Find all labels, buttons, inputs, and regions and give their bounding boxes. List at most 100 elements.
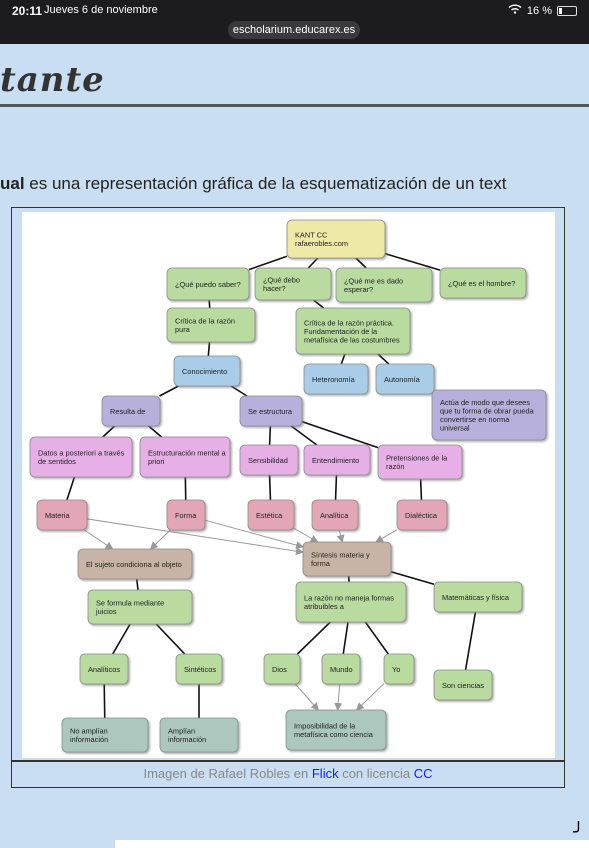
node-label-analiticos: Analíticos xyxy=(88,665,120,674)
node-label-kant: rafaerobles.com xyxy=(295,239,348,248)
node-label-resulta: Resulta de xyxy=(110,407,145,416)
node-label-forma: Forma xyxy=(175,511,197,520)
status-date: Jueves 6 de noviembre xyxy=(44,4,158,16)
link-resulta-estrm xyxy=(148,425,163,438)
node-label-datos: de sentidos xyxy=(38,457,76,466)
link-formula-analiticos xyxy=(112,623,131,655)
node-label-actua: Actúa de modo que desees xyxy=(440,398,530,407)
node-label-sonc: Son ciencias xyxy=(442,681,484,690)
link-estruct-pretens xyxy=(301,420,379,449)
node-conoc: Conocimiento xyxy=(173,355,241,387)
node-forma: Forma xyxy=(166,499,206,531)
node-box-entend xyxy=(303,444,371,476)
node-box-crp xyxy=(166,307,256,343)
node-label-analitica: Analítica xyxy=(320,511,349,520)
node-box-hombre xyxy=(439,267,527,299)
intro-text: es una representación gráfica de la esqu… xyxy=(24,174,507,193)
caption-prefix: Imagen de Rafael Robles en xyxy=(143,766,312,781)
node-resulta: Resulta de xyxy=(101,395,161,427)
node-analitica: Analítica xyxy=(311,499,359,531)
figure-caption: Imagen de Rafael Robles en Flick con lic… xyxy=(11,766,565,781)
node-label-crp: pura xyxy=(175,325,191,334)
node-analiticos: Analíticos xyxy=(79,653,129,685)
node-label-razonno: atribuibles a xyxy=(304,602,345,611)
link-saber-crp xyxy=(208,299,211,309)
url-text: escholarium.educarex.es xyxy=(232,24,356,36)
page-banner: tante xyxy=(0,60,589,107)
node-label-hombre: ¿Qué es el hombre? xyxy=(448,279,515,288)
node-box-conoc xyxy=(173,355,241,387)
node-label-sinteticos: Sintéticos xyxy=(184,665,216,674)
battery-icon xyxy=(557,5,577,16)
banner-title: tante xyxy=(0,60,105,100)
node-label-dios: Dios xyxy=(272,665,287,674)
address-bar[interactable]: escholarium.educarex.es xyxy=(228,21,360,39)
node-box-crpr xyxy=(295,307,411,355)
node-box-resulta xyxy=(101,395,161,427)
node-label-estetica: Estética xyxy=(256,511,283,520)
node-label-amp: información xyxy=(168,735,206,744)
link-hacer-crpr xyxy=(312,299,325,309)
bottom-toolbar xyxy=(115,840,589,848)
node-estetica: Estética xyxy=(247,499,295,531)
node-box-pretens xyxy=(377,444,463,480)
link-conoc-resulta xyxy=(159,385,179,397)
node-entend: Entendimiento xyxy=(303,444,371,476)
figure-caption-divider xyxy=(11,760,565,762)
node-sonc: Son ciencias xyxy=(433,669,493,701)
link-sensib-estetica xyxy=(268,474,272,501)
node-label-actua: universal xyxy=(440,424,470,433)
link-forma-sintesis xyxy=(204,519,304,549)
node-box-auto xyxy=(375,363,435,395)
node-label-imposib: Imposibilidad de la xyxy=(294,722,356,731)
node-label-kant: KANT CC xyxy=(295,231,328,240)
node-box-sintesis xyxy=(302,541,392,577)
link-materia-sintesis xyxy=(86,518,304,556)
link-kant-hacer xyxy=(307,257,319,269)
node-box-sensib xyxy=(239,444,299,476)
node-label-esperar: ¿Qué me es dado xyxy=(344,277,403,286)
node-label-entend: Entendimiento xyxy=(312,456,359,465)
node-label-sintesis: forma xyxy=(311,559,331,568)
node-box-datos xyxy=(29,436,133,478)
link-sujeto-formula xyxy=(135,578,139,591)
intro-bold: ual xyxy=(0,174,25,193)
link-crpr-hetero xyxy=(340,353,346,365)
node-box-razonno xyxy=(295,581,407,623)
node-label-yo: Yo xyxy=(392,665,400,674)
node-box-noamp xyxy=(61,717,149,753)
node-label-hetero: Heteronomía xyxy=(312,375,356,384)
link-dialectica-sintesis xyxy=(375,529,398,543)
link-kant-saber xyxy=(248,255,288,271)
node-dios: Dios xyxy=(263,653,301,685)
node-label-materia: Materia xyxy=(45,511,71,520)
link-sintesis-razonno xyxy=(347,575,350,583)
node-box-analitica xyxy=(311,499,359,531)
battery-percent: 16 % xyxy=(526,4,552,17)
link-matfis-sonc xyxy=(464,611,477,671)
link-analiticos-noamp xyxy=(103,683,106,719)
caption-middle: con licencia xyxy=(338,766,414,781)
node-label-pretens: razón xyxy=(386,462,405,471)
node-box-esperar xyxy=(335,267,433,303)
node-label-noamp: información xyxy=(70,735,108,744)
link-materia-sujeto xyxy=(84,529,114,550)
flickr-link[interactable]: Flick xyxy=(311,766,339,781)
node-hetero: Heteronomía xyxy=(303,363,369,395)
node-box-sinteticos xyxy=(175,653,223,685)
node-box-materia xyxy=(36,499,88,531)
node-box-sujeto xyxy=(77,548,193,580)
node-box-estrm xyxy=(139,436,231,478)
node-label-estrm: Estructuración mental a xyxy=(148,449,227,458)
node-label-mundo: Mundo xyxy=(330,665,353,674)
node-sinteticos: Sintéticos xyxy=(175,653,223,685)
license-link[interactable]: CC xyxy=(413,766,433,781)
